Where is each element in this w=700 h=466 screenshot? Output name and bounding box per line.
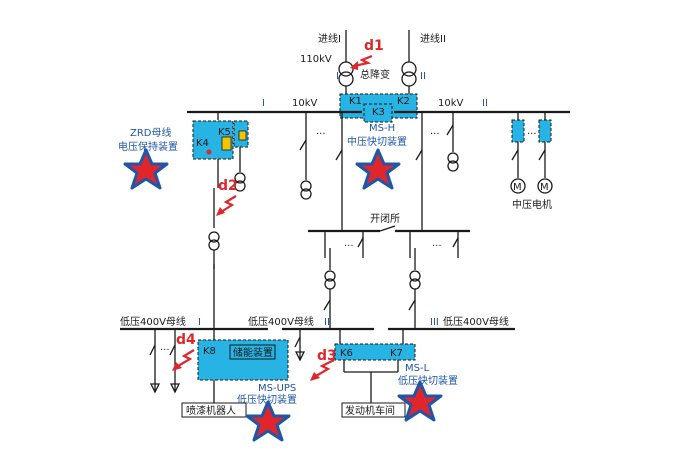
motor-2: M xyxy=(537,178,553,194)
robot-load-label: 喷漆机器人 xyxy=(186,404,236,417)
incoming-voltage-label: 110kV xyxy=(300,54,332,65)
mv-motor-label: 中压电机 xyxy=(512,198,552,211)
ms-ups-name-label: 低压快切装置 xyxy=(237,393,297,406)
motor-1: M xyxy=(510,178,526,194)
ms-ups-code-label: MS-UPS xyxy=(258,383,296,394)
main-transformer-2 xyxy=(401,61,417,87)
transformer-roman-right: II xyxy=(420,71,426,82)
ms-l-name-label: 低压快切装置 xyxy=(398,374,458,387)
ms-h-code-label: MS-H xyxy=(369,123,395,134)
robot-load-box xyxy=(181,402,247,418)
left-feeder xyxy=(208,188,220,328)
switch-k6-label: K6 xyxy=(340,348,353,359)
lv-feeders-left: ... xyxy=(149,329,306,394)
mv-feeders-right: ... xyxy=(415,112,459,230)
ellipsis-lv-left: ... xyxy=(160,342,170,353)
switching-station-label: 开闭所 xyxy=(370,212,400,225)
fault-d4: d4 xyxy=(172,332,196,371)
zrd-device: K5 K4 ZRD母线 电压保持装置 xyxy=(118,112,249,192)
engine-shop-load-box xyxy=(341,402,406,418)
zrd-transformer xyxy=(234,172,246,192)
star-markers xyxy=(123,148,443,442)
fault-d4-label: d4 xyxy=(176,332,196,348)
star-zrd xyxy=(123,148,169,190)
motor-1-device xyxy=(511,119,525,143)
zrd-name-line1: ZRD母线 xyxy=(130,126,172,139)
switch-k2-label: K2 xyxy=(397,96,410,107)
fault-d1-arrow xyxy=(353,54,373,68)
ellipsis-ss-right: ... xyxy=(432,238,442,249)
star-ms-h xyxy=(355,148,401,190)
bus-10kv-roman-left: I xyxy=(262,98,265,109)
lv-transformer-2 xyxy=(409,270,421,290)
switch-k1-label: K1 xyxy=(349,96,362,107)
main-transformer-1 xyxy=(338,61,354,87)
lv-buses: 低压400V母线 I 低压400V母线 II III 低压400V母线 xyxy=(120,315,515,331)
bus-10kv: I 10kV 10kV II xyxy=(187,98,570,114)
switch-k7-label: K7 xyxy=(390,348,403,359)
ms-l-box xyxy=(334,343,416,361)
switch-k3-label: K3 xyxy=(372,107,385,118)
lv-bus-middle-label: 低压400V母线 xyxy=(248,315,314,328)
ellipsis-left: ... xyxy=(316,126,326,137)
ms-l-device: K6 K7 MS-L 低压快切装置 发动机车间 xyxy=(334,329,458,418)
switch-k4-label: K4 xyxy=(196,138,209,149)
motor-2-symbol: M xyxy=(540,182,549,193)
bus-10kv-roman-right: II xyxy=(482,98,488,109)
lv-transformer-1 xyxy=(324,270,336,290)
switch-k5-label: K5 xyxy=(218,127,231,138)
ms-l-code-label: MS-L xyxy=(405,363,430,374)
ellipsis-ss-left: ... xyxy=(344,238,354,249)
fault-d3-label: d3 xyxy=(317,348,337,364)
engine-shop-load-label: 发动机车间 xyxy=(345,404,395,417)
zrd-yellow-element xyxy=(221,136,232,151)
fault-d1: d1 xyxy=(350,38,384,70)
zrd-k5-yellow xyxy=(238,130,247,141)
main-transformer-label: 总降变 xyxy=(360,68,390,81)
incoming-line-1-label: 进线I xyxy=(318,32,341,45)
fault-d2: d2 xyxy=(216,178,238,216)
lv-bus-left-roman: I xyxy=(198,317,201,328)
star-ms-l xyxy=(397,380,443,422)
incoming-line-2-label: 进线II xyxy=(420,32,446,45)
lv-bus-right-label: 低压400V母线 xyxy=(443,315,509,328)
lv-bus-left-label: 低压400V母线 xyxy=(120,315,186,328)
ms-h-name-label: 中压快切装置 xyxy=(347,135,407,148)
bus-10kv-voltage-left: 10kV xyxy=(292,98,318,109)
ms-h-k3-box xyxy=(363,103,393,123)
fault-d3: d3 xyxy=(310,348,337,381)
ms-h-device: K1 K2 K3 MS-H 中压快切装置 xyxy=(339,93,418,148)
star-ms-ups xyxy=(245,400,291,442)
bus-10kv-voltage-right: 10kV xyxy=(438,98,464,109)
ellipsis-right: ... xyxy=(430,126,440,137)
mv-motors: ... M M 中压电机 xyxy=(510,112,553,211)
fault-d1-label: d1 xyxy=(364,38,384,54)
ellipsis-motors: ... xyxy=(527,126,537,137)
lv-bus-middle-roman: II xyxy=(324,317,330,328)
switching-station: 开闭所 ... ... xyxy=(308,212,470,328)
zrd-indicator-red xyxy=(206,149,212,155)
lv-bus-right-roman: III xyxy=(430,317,439,328)
ms-ups-box xyxy=(197,339,289,381)
fault-d2-label: d2 xyxy=(218,178,238,194)
energy-storage-label: 储能装置 xyxy=(233,346,273,359)
motor-2-device xyxy=(538,119,552,143)
switch-k8-label: K8 xyxy=(203,346,216,357)
ms-ups-device: 储能装置 K8 MS-UPS 低压快切装置 喷漆机器人 xyxy=(181,329,297,418)
mv-feeders-left: ... xyxy=(299,112,343,230)
energy-storage-box xyxy=(229,344,276,360)
motor-1-symbol: M xyxy=(513,182,522,193)
zrd-box xyxy=(192,120,234,160)
fault-d1-arrowhead xyxy=(350,61,358,70)
zrd-name-line2: 电压保持装置 xyxy=(118,140,178,153)
transformer-roman-left: I xyxy=(336,71,339,82)
